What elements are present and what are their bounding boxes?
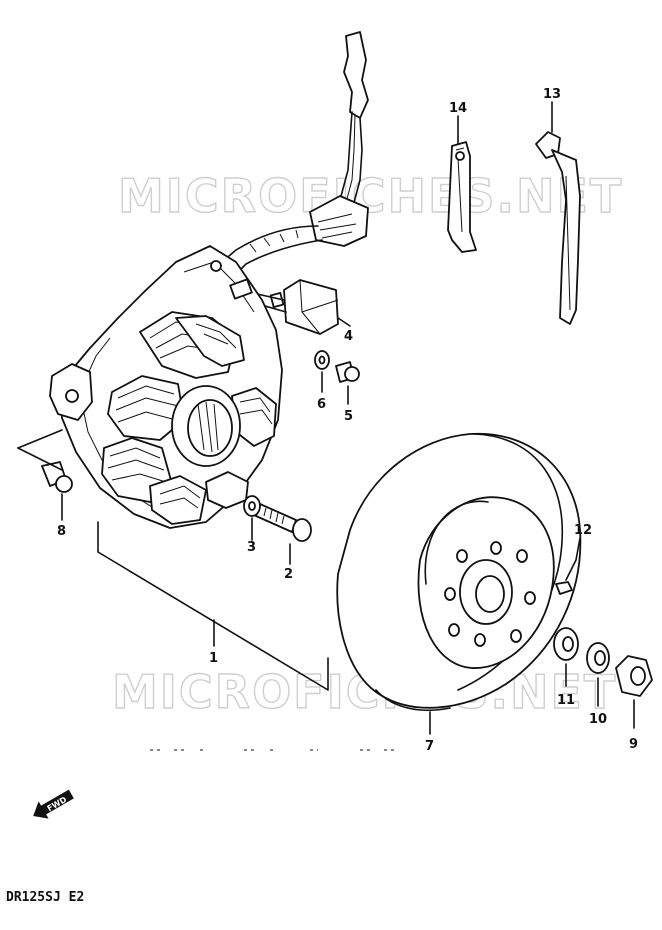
- callout-11: 11: [557, 693, 575, 708]
- callout-10: 10: [589, 712, 607, 727]
- assembly-bracket: [17, 429, 329, 691]
- stator-assembly-1: [49, 245, 283, 529]
- nut-9: [615, 655, 653, 729]
- fwd-arrow-icon: FWD: [33, 789, 74, 819]
- wiring-harness: [221, 31, 369, 273]
- callout-3: 3: [247, 540, 256, 555]
- screw-5: [335, 361, 360, 405]
- clamp-14: [447, 115, 477, 253]
- model-code: DR125SJ E2: [6, 890, 85, 905]
- washer-6: [314, 350, 330, 393]
- callout-5: 5: [344, 409, 353, 424]
- clamp-band-13: [535, 101, 581, 325]
- callout-1: 1: [209, 651, 218, 666]
- callout-2: 2: [284, 567, 293, 582]
- callout-4: 4: [344, 329, 353, 344]
- washer-3: [243, 495, 261, 541]
- screw-2: [255, 503, 312, 565]
- watermark-top: MICROFICHES.NET: [118, 169, 623, 223]
- coupler-4: [243, 279, 351, 335]
- screw-8: [41, 461, 73, 521]
- callout-12: 12: [574, 523, 592, 538]
- callout-8: 8: [57, 524, 66, 539]
- callout-6: 6: [317, 397, 326, 412]
- washer-10: [586, 642, 610, 707]
- key-12: [555, 537, 581, 595]
- callout-14: 14: [449, 101, 467, 116]
- callout-9: 9: [629, 737, 638, 752]
- flywheel-rotor-7: [336, 432, 582, 735]
- callout-7: 7: [425, 739, 434, 754]
- washer-11: [553, 627, 579, 687]
- callout-13: 13: [543, 87, 561, 102]
